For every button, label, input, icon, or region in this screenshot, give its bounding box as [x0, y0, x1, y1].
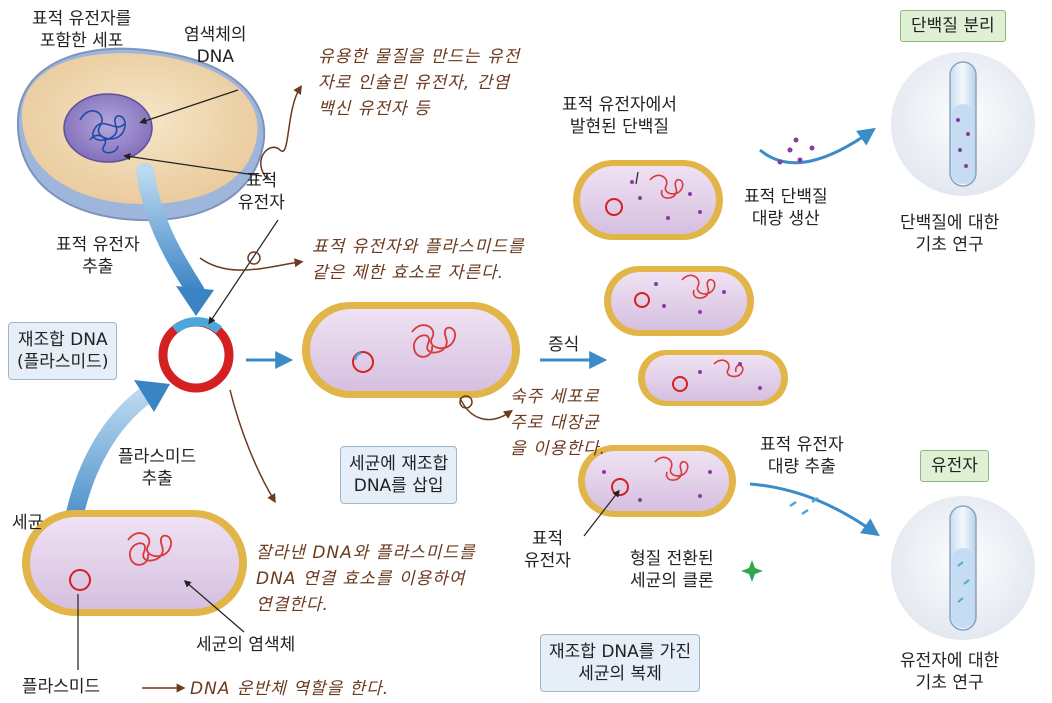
central-bacterium: [302, 302, 520, 398]
clone-bacterium-1: [573, 160, 723, 240]
tag-protein-separation: 단백질 분리: [900, 10, 1006, 42]
box-recombinant-dna: 재조합 DNA(플라스미드): [8, 322, 118, 380]
protein-tube: [891, 52, 1035, 196]
clone-bacterium-2: [604, 266, 754, 336]
label-proliferation: 증식: [548, 335, 580, 355]
tag-gene: 유전자: [920, 450, 989, 482]
extract-arrow: [136, 163, 205, 301]
clone-bacterium-4: [578, 445, 736, 517]
label-bacteria-chromosome: 세균의 염색체: [196, 635, 296, 655]
label-plasmid: 플라스미드: [22, 677, 101, 697]
sparkle-icon: [741, 560, 763, 582]
source-bacterium: [22, 510, 247, 616]
gene-tube: [891, 496, 1035, 640]
recombinant-plasmid: [158, 317, 234, 393]
clone-bacterium-3: [638, 350, 788, 406]
note-vector: DNA 운반체 역할을 한다.: [190, 679, 390, 699]
label-bacteria: 세균: [12, 513, 44, 533]
